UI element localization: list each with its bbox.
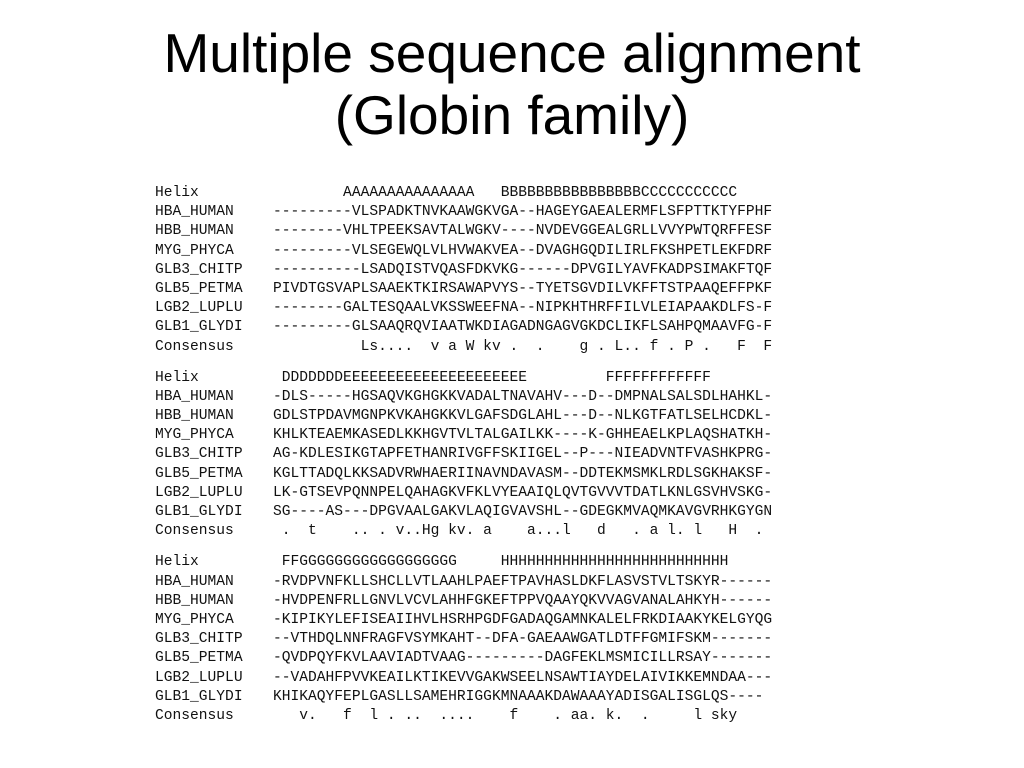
sequence-name: HBB_HUMAN [155, 408, 234, 425]
sequence-name: MYG_PHYCA [155, 611, 234, 628]
sequence-name: MYG_PHYCA [155, 427, 234, 444]
sequence-name: HBB_HUMAN [155, 592, 234, 609]
sequence-text: ---------VLSEGEWQLVLHVWAKVEA--DVAGHGQDIL… [273, 242, 773, 259]
sequence-name: GLB3_CHITP [155, 631, 243, 648]
alignment-row: GLB3_CHITP --VTHDQLNNFRAGFVSYMKAHT--DFA-G… [155, 630, 772, 649]
sequence-name: Consensus [155, 707, 234, 724]
sequence-text: Ls.... v a W kv . . g . L.. f . P . F F [273, 338, 773, 355]
alignment-row: GLB1_GLYDI KHIKAQYFEPLGASLLSAMEHRIGGKMNAA… [155, 688, 772, 707]
alignment-row: GLB3_CHITP AG-KDLESIKGTAPFETHANRIVGFFSKII… [155, 445, 772, 464]
alignment-row: GLB1_GLYDI ---------GLSAAQRQVIAATWKDIAGAD… [155, 318, 772, 337]
alignment-row: MYG_PHYCA KHLKTEAEMKASEDLKKHGVTVLTALGAILK… [155, 426, 772, 445]
title-line-1: Multiple sequence alignment [163, 22, 861, 84]
sequence-text: -QVDPQYFKVLAAVIADTVAAG---------DAGFEKLMS… [273, 650, 773, 667]
sequence-name: HBA_HUMAN [155, 573, 234, 590]
alignment-row: HBB_HUMAN GDLSTPDAVMGNPKVKAHGKKVLGAFSDGLA… [155, 407, 772, 426]
alignment-row: GLB1_GLYDI SG----AS---DPGVAALGAKVLAQIGVAV… [155, 503, 772, 522]
sequence-name: HBA_HUMAN [155, 204, 234, 221]
sequence-alignment-figure: Helix AAAAAAAAAAAAAAA BBBBBBBBBBBBBBBBCC… [155, 184, 772, 738]
sequence-name: GLB5_PETMA [155, 465, 243, 482]
alignment-row: Consensus . t .. . v..Hg kv. a a...l d .… [155, 522, 772, 541]
alignment-row: MYG_PHYCA ---------VLSEGEWQLVLHVWAKVEA--D… [155, 242, 772, 261]
sequence-name: GLB3_CHITP [155, 446, 243, 463]
sequence-name: Helix [155, 554, 199, 571]
sequence-text: -HVDPENFRLLGNVLVCVLAHHFGKEFTPPVQAAYQKVVA… [273, 592, 773, 609]
sequence-name: LGB2_LUPLU [155, 484, 243, 501]
sequence-text: --VADAHFPVVKEAILKTIKEVVGAKWSEELNSAWTIAYD… [273, 669, 773, 686]
sequence-name: GLB3_CHITP [155, 261, 243, 278]
sequence-text: ---------VLSPADKTNVKAAWGKVGA--HAGEYGAEAL… [273, 204, 773, 221]
alignment-row: GLB5_PETMA -QVDPQYFKVLAAVIADTVAAG--------… [155, 649, 772, 668]
alignment-row: HBA_HUMAN ---------VLSPADKTNVKAAWGKVGA--H… [155, 203, 772, 222]
sequence-text: -RVDPVNFKLLSHCLLVTLAAHLPAEFTPAVHASLDKFLA… [273, 573, 773, 590]
sequence-text: FFGGGGGGGGGGGGGGGGGG HHHHHHHHHHHHHHHHHHH… [273, 554, 729, 571]
sequence-name: MYG_PHYCA [155, 242, 234, 259]
sequence-name: Helix [155, 185, 199, 201]
alignment-block-1: Helix AAAAAAAAAAAAAAA BBBBBBBBBBBBBBBBCC… [155, 184, 772, 357]
sequence-name: GLB5_PETMA [155, 650, 243, 667]
alignment-row: HBA_HUMAN -RVDPVNFKLLSHCLLVTLAAHLPAEFTPAV… [155, 573, 772, 592]
sequence-text: DDDDDDDEEEEEEEEEEEEEEEEEEEEE FFFFFFFFFFF… [273, 369, 711, 386]
alignment-row: GLB5_PETMA PIVDTGSVAPLSAAEKTKIRSAWAPVYS--… [155, 280, 772, 299]
alignment-row: HBA_HUMAN -DLS-----HGSAQVKGHGKKVADALTNAVA… [155, 388, 772, 407]
title-line-2: (Globin family) [334, 84, 690, 146]
sequence-name: GLB1_GLYDI [155, 504, 243, 520]
sequence-text: . t .. . v..Hg kv. a a...l d . a l. l H … [273, 523, 764, 540]
sequence-name: GLB1_GLYDI [155, 688, 243, 705]
sequence-text: v. f l . .. .... f . aa. k. . l sky [273, 707, 738, 724]
alignment-row: HBB_HUMAN -HVDPENFRLLGNVLVCVLAHHFGKEFTPPV… [155, 592, 772, 611]
sequence-text: AAAAAAAAAAAAAAA BBBBBBBBBBBBBBBBCCCCCCCC… [273, 185, 738, 201]
alignment-row: LGB2_LUPLU --------GALTESQAALVKSSWEEFNA--… [155, 299, 772, 318]
sequence-text: LK-GTSEVPQNNPELQAHAGKVFKLVYEAAIQLQVTGVVV… [273, 484, 773, 501]
alignment-row: Helix FFGGGGGGGGGGGGGGGGGG HHHHHHHHHHHHH… [155, 553, 772, 572]
alignment-block-3: Helix FFGGGGGGGGGGGGGGGGGG HHHHHHHHHHHHH… [155, 553, 772, 726]
alignment-row: MYG_PHYCA -KIPIKYLEFISEAIIHVLHSRHPGDFGADA… [155, 611, 772, 630]
sequence-text: KGLTTADQLKKSADVRWHAERIINAVNDAVASM--DDTEK… [273, 465, 773, 482]
sequence-text: --------GALTESQAALVKSSWEEFNA--NIPKHTHRFF… [273, 300, 773, 317]
sequence-name: Consensus [155, 523, 234, 540]
alignment-row: GLB5_PETMA KGLTTADQLKKSADVRWHAERIINAVNDAV… [155, 465, 772, 484]
alignment-row: LGB2_LUPLU --VADAHFPVVKEAILKTIKEVVGAKWSEE… [155, 669, 772, 688]
alignment-row: GLB3_CHITP ----------LSADQISTVQASFDKVKG--… [155, 261, 772, 280]
sequence-text: ----------LSADQISTVQASFDKVKG------DPVGIL… [273, 261, 773, 278]
alignment-block-2: Helix DDDDDDDEEEEEEEEEEEEEEEEEEEEE FFFFF… [155, 369, 772, 542]
sequence-text: GDLSTPDAVMGNPKVKAHGKKVLGAFSDGLAHL---D--N… [273, 408, 773, 425]
sequence-name: LGB2_LUPLU [155, 669, 243, 686]
sequence-text: PIVDTGSVAPLSAAEKTKIRSAWAPVYS--TYETSGVDIL… [273, 280, 773, 297]
alignment-row: HBB_HUMAN --------VHLTPEEKSAVTALWGKV----N… [155, 222, 772, 241]
sequence-text: KHIKAQYFEPLGASLLSAMEHRIGGKMNAAAKDAWAAAYA… [273, 688, 764, 705]
alignment-row: Helix DDDDDDDEEEEEEEEEEEEEEEEEEEEE FFFFF… [155, 369, 772, 388]
sequence-name: Consensus [155, 338, 234, 355]
sequence-text: KHLKTEAEMKASEDLKKHGVTVLTALGAILKK----K-GH… [273, 427, 773, 444]
sequence-text: AG-KDLESIKGTAPFETHANRIVGFFSKIIGEL--P---N… [273, 446, 773, 463]
alignment-row: Helix AAAAAAAAAAAAAAA BBBBBBBBBBBBBBBBCC… [155, 184, 772, 203]
sequence-text: -KIPIKYLEFISEAIIHVLHSRHPGDFGADAQGAMNKALE… [273, 611, 773, 628]
sequence-name: GLB1_GLYDI [155, 319, 243, 336]
sequence-name: HBA_HUMAN [155, 388, 234, 405]
alignment-row: Consensus v. f l . .. .... f . aa. k. . … [155, 707, 772, 726]
alignment-row: LGB2_LUPLU LK-GTSEVPQNNPELQAHAGKVFKLVYEAA… [155, 484, 772, 503]
slide-title: Multiple sequence alignment (Globin fami… [0, 22, 1024, 146]
sequence-name: LGB2_LUPLU [155, 300, 243, 317]
sequence-name: Helix [155, 369, 199, 386]
sequence-text: --VTHDQLNNFRAGFVSYMKAHT--DFA-GAEAAWGATLD… [273, 631, 773, 648]
alignment-row: Consensus Ls.... v a W kv . . g . L.. f … [155, 338, 772, 357]
sequence-name: HBB_HUMAN [155, 223, 234, 240]
sequence-text: --------VHLTPEEKSAVTALWGKV----NVDEVGGEAL… [273, 223, 773, 240]
sequence-text: ---------GLSAAQRQVIAATWKDIAGADNGAGVGKDCL… [273, 319, 773, 336]
sequence-text: -DLS-----HGSAQVKGHGKKVADALTNAVAHV---D--D… [273, 388, 773, 405]
sequence-name: GLB5_PETMA [155, 280, 243, 297]
sequence-text: SG----AS---DPGVAALGAKVLAQIGVAVSHL--GDEGK… [273, 504, 773, 520]
